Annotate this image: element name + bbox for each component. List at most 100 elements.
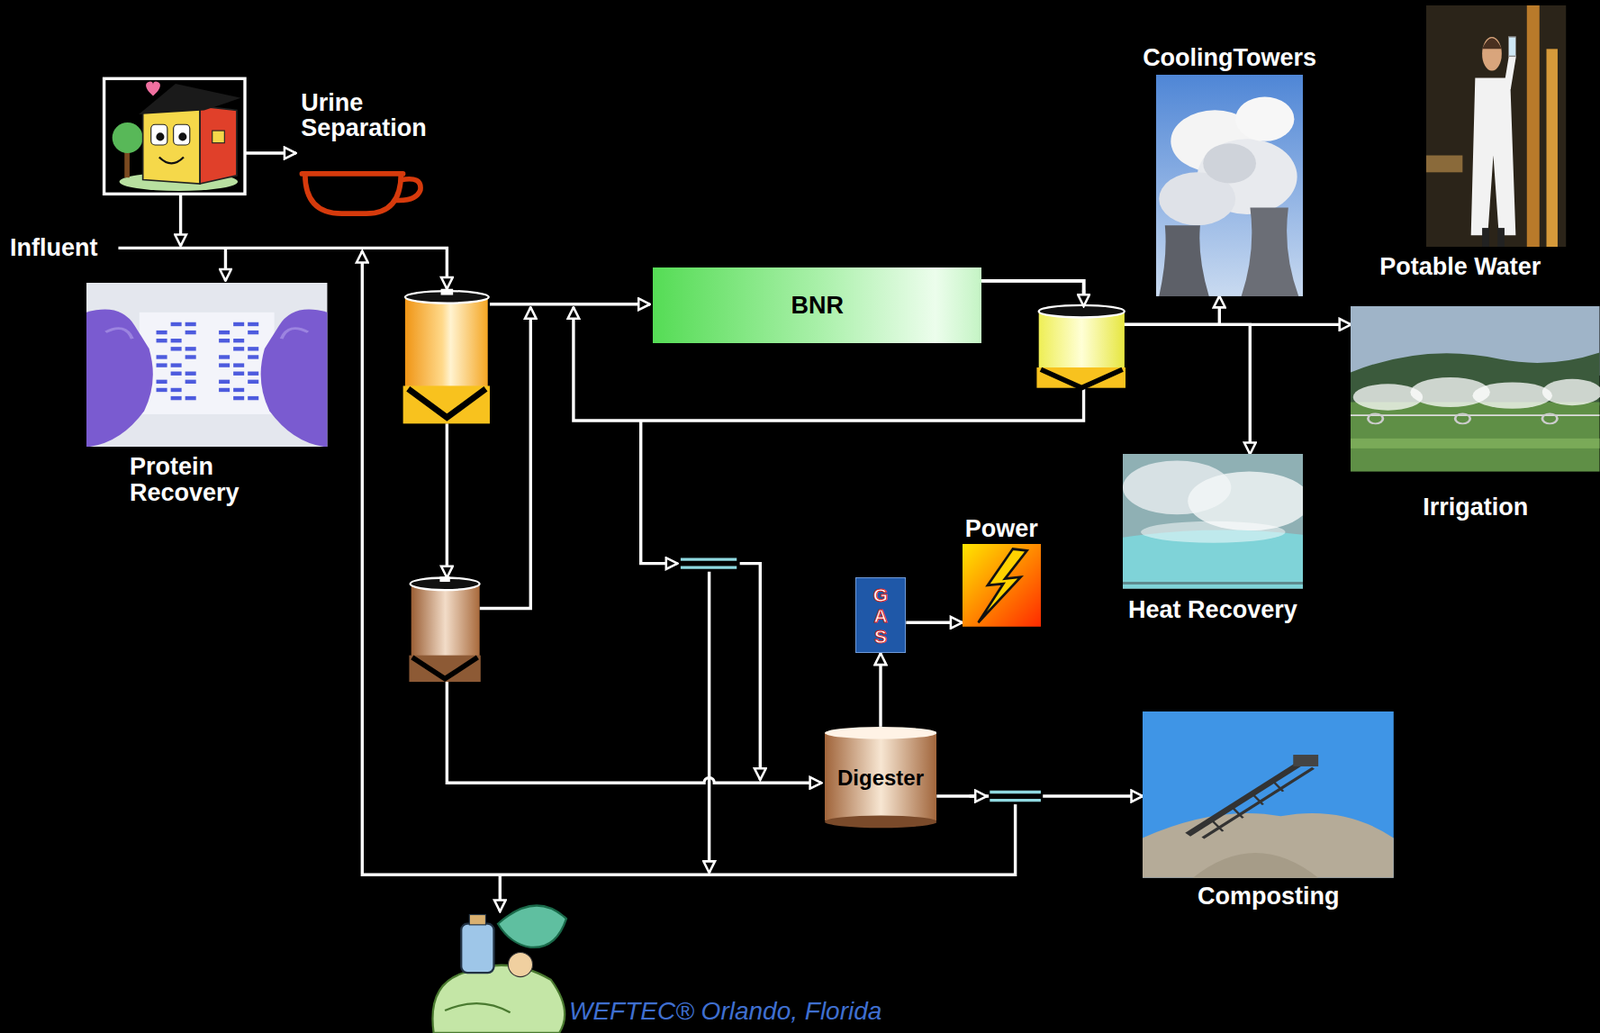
house-icon (178, 132, 187, 141)
irrig-picture (1542, 379, 1600, 406)
reuse-cartoon (432, 965, 565, 1033)
irrig-picture (1350, 306, 1600, 472)
power-icon: Power (962, 543, 1041, 627)
flow-lines (224, 247, 227, 281)
compost-picture (1142, 813, 1394, 878)
potable-picture (1482, 36, 1502, 72)
protein-picture (156, 338, 168, 343)
composting-photo: Composting (1142, 711, 1394, 878)
protein-picture (171, 322, 182, 326)
digester-picture (824, 814, 938, 828)
flow-lines (707, 571, 711, 873)
potable-picture (1498, 227, 1506, 247)
node-label: Urine Separation (300, 90, 454, 142)
node-label: Potable Water (1379, 253, 1584, 280)
compost-picture (1212, 780, 1284, 831)
flow-lines (117, 153, 1084, 912)
sludge-thickener (408, 576, 480, 682)
towers-picture (1156, 74, 1303, 297)
protein-picture (156, 354, 168, 359)
potable-picture (1507, 53, 1513, 88)
towers-picture (1241, 207, 1300, 296)
protein-picture (218, 362, 230, 367)
digester-picture (824, 726, 938, 740)
protein-picture (156, 388, 168, 392)
protein-picture (248, 346, 260, 351)
house-icon (199, 106, 237, 184)
towers-picture (1156, 74, 1303, 297)
reuse-cartoon (461, 923, 494, 973)
flow-connector (878, 652, 882, 727)
secondary-clarifier (1040, 369, 1123, 388)
gas-holder: GAS (855, 577, 907, 653)
node-label: Composting (1079, 883, 1458, 909)
irrig-picture (1368, 413, 1384, 424)
flow-lines (740, 563, 761, 780)
digester-picture (824, 732, 938, 821)
protein-picture (156, 379, 168, 384)
compost-picture (1187, 760, 1303, 834)
bnr-reactor: BNR (652, 267, 982, 344)
protein-picture (171, 388, 182, 392)
secondary-clarifier (1036, 367, 1126, 389)
protein-picture (218, 388, 230, 392)
compost-picture (1193, 852, 1319, 878)
protein-picture (248, 370, 260, 375)
house-icon (145, 81, 161, 96)
urine-separation-jug: Urine Separation (298, 90, 424, 217)
heat-picture (1122, 581, 1304, 585)
house-icon (212, 130, 226, 144)
protein-picture (261, 308, 328, 447)
protein-picture (233, 396, 245, 400)
protein-picture (185, 322, 197, 326)
protein-picture (233, 388, 245, 392)
protein-picture (281, 328, 308, 339)
protein-picture (156, 362, 168, 367)
house-icon (112, 122, 144, 154)
protein-picture (86, 282, 327, 447)
irrig-picture (1350, 414, 1600, 416)
protein-picture (218, 379, 230, 384)
influent-label-holder: Influent (9, 235, 98, 261)
protein-picture (106, 328, 133, 339)
towers-picture (1235, 96, 1294, 141)
dewatering-symbol (989, 798, 1041, 802)
potable-picture (1527, 5, 1540, 248)
flow-connector (981, 280, 1250, 455)
primary-clarifier (403, 289, 490, 425)
secondary-clarifier (1039, 305, 1125, 318)
filter-symbol (680, 565, 737, 569)
secondary-clarifier (1036, 289, 1126, 389)
potable-picture (1426, 5, 1566, 248)
house-icon (151, 124, 168, 145)
reuse-cartoon (507, 951, 533, 977)
potable-picture (1426, 5, 1566, 248)
compost-picture (1142, 711, 1394, 878)
protein-picture (218, 354, 230, 359)
potable-picture (1482, 227, 1490, 247)
sludge-thickener (439, 576, 450, 582)
compost-picture (1202, 768, 1314, 839)
flow-lines (445, 423, 449, 578)
irrig-picture (1350, 401, 1600, 471)
protein-picture (139, 312, 275, 415)
digester-tank: Digester (824, 726, 938, 829)
filter-symbol (680, 557, 737, 561)
flow-lines (446, 681, 822, 783)
protein-picture (185, 396, 197, 400)
protein-picture (171, 396, 182, 400)
protein-picture (248, 379, 260, 384)
influent-label: Influent (9, 235, 98, 261)
irrig-picture (1350, 438, 1600, 449)
house-icon (155, 132, 164, 141)
irrig-picture (1473, 381, 1553, 408)
flow-lines (498, 874, 502, 912)
sludge-thickener (411, 583, 480, 658)
protein-picture (233, 362, 245, 367)
house-icon (104, 78, 245, 194)
protein-picture (233, 322, 245, 326)
potable-picture (1546, 48, 1558, 247)
sludge-thickener (412, 657, 479, 679)
